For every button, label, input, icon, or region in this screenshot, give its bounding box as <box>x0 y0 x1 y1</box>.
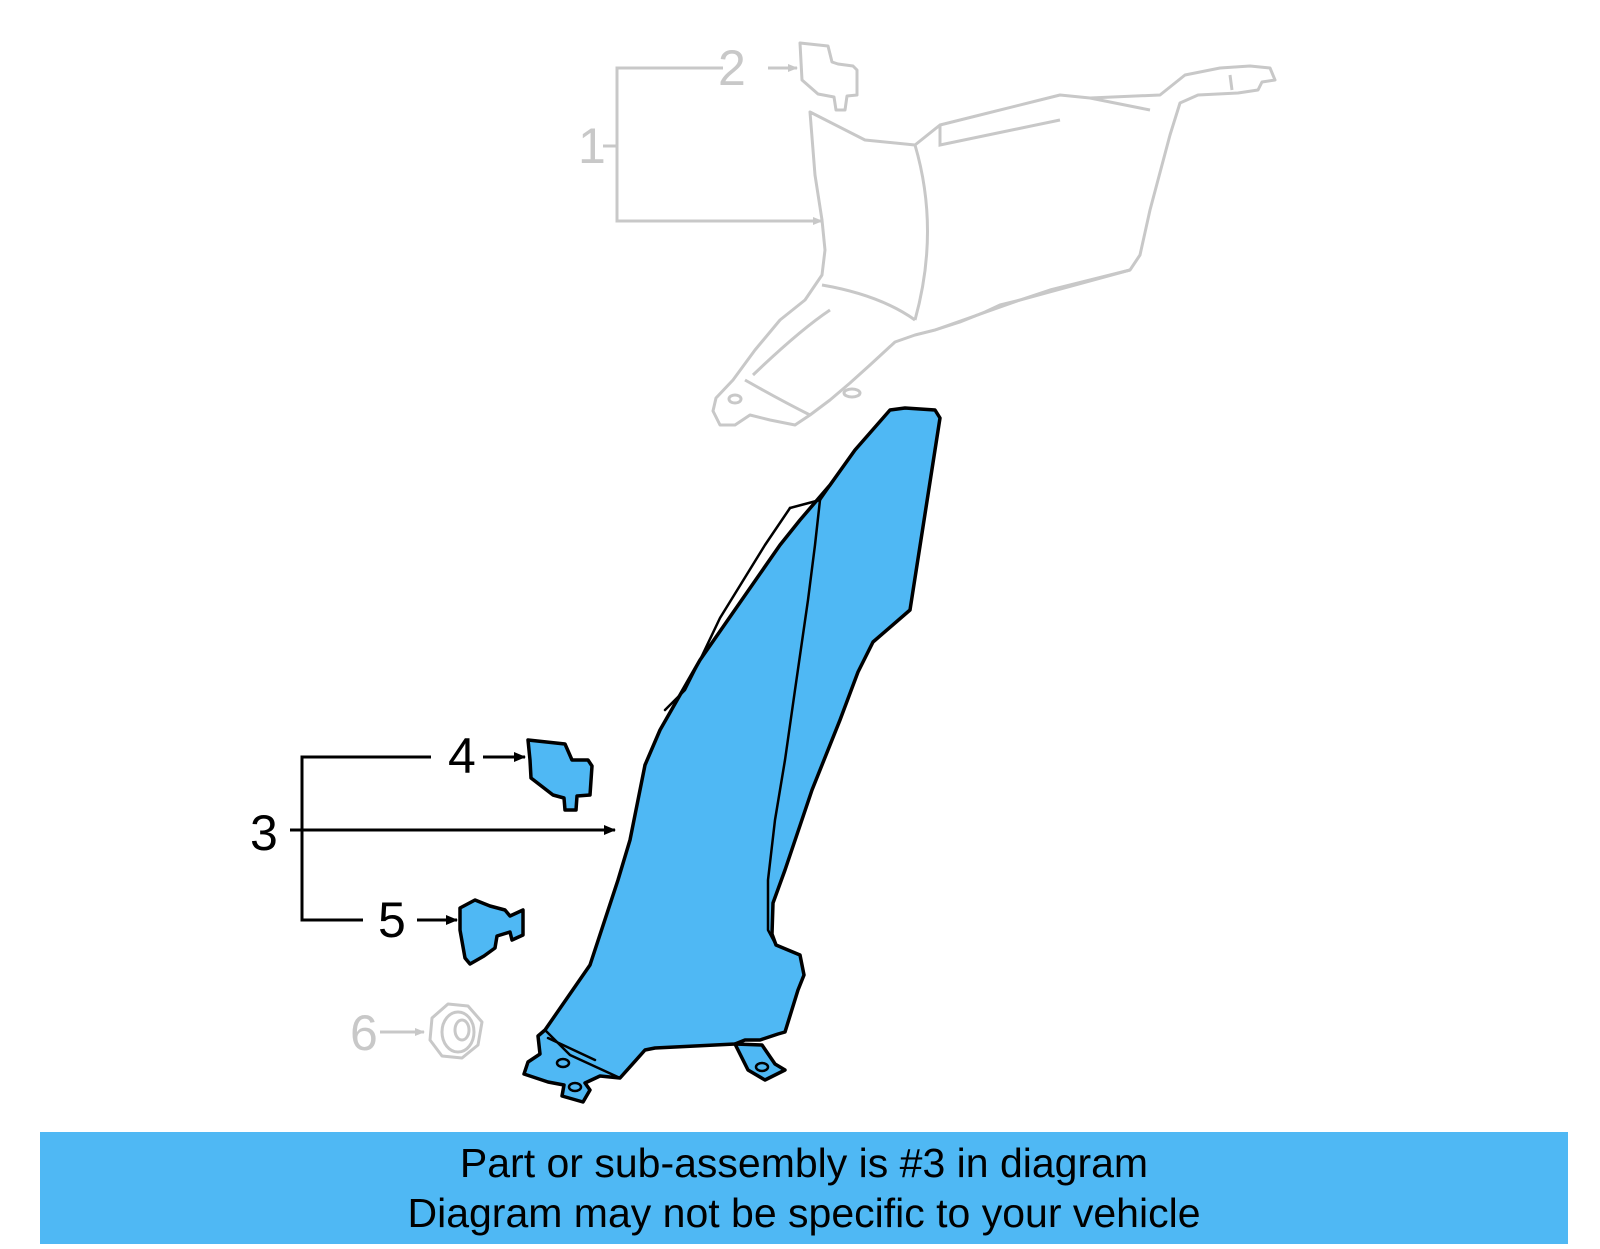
leader-lines-faded <box>380 64 823 1036</box>
leader-lines-active <box>290 752 616 925</box>
banner-line-1: Part or sub-assembly is #3 in diagram <box>459 1140 1149 1186</box>
upper-bracket <box>526 738 594 812</box>
callout-6: 6 <box>350 1005 378 1061</box>
nut <box>428 1002 484 1060</box>
callout-1: 1 <box>578 118 606 174</box>
callout-2: 2 <box>718 40 746 96</box>
callout-4: 4 <box>448 728 476 784</box>
upper-trim-panel <box>711 64 1277 427</box>
lower-pillar-trim <box>522 406 942 1104</box>
info-banner: Part or sub-assembly is #3 in diagram Di… <box>40 1132 1568 1244</box>
upper-clip <box>798 41 859 112</box>
callout-5: 5 <box>378 892 406 948</box>
lower-bracket <box>458 898 525 966</box>
callout-3: 3 <box>250 805 278 861</box>
banner-line-2: Diagram may not be specific to your vehi… <box>407 1190 1201 1236</box>
